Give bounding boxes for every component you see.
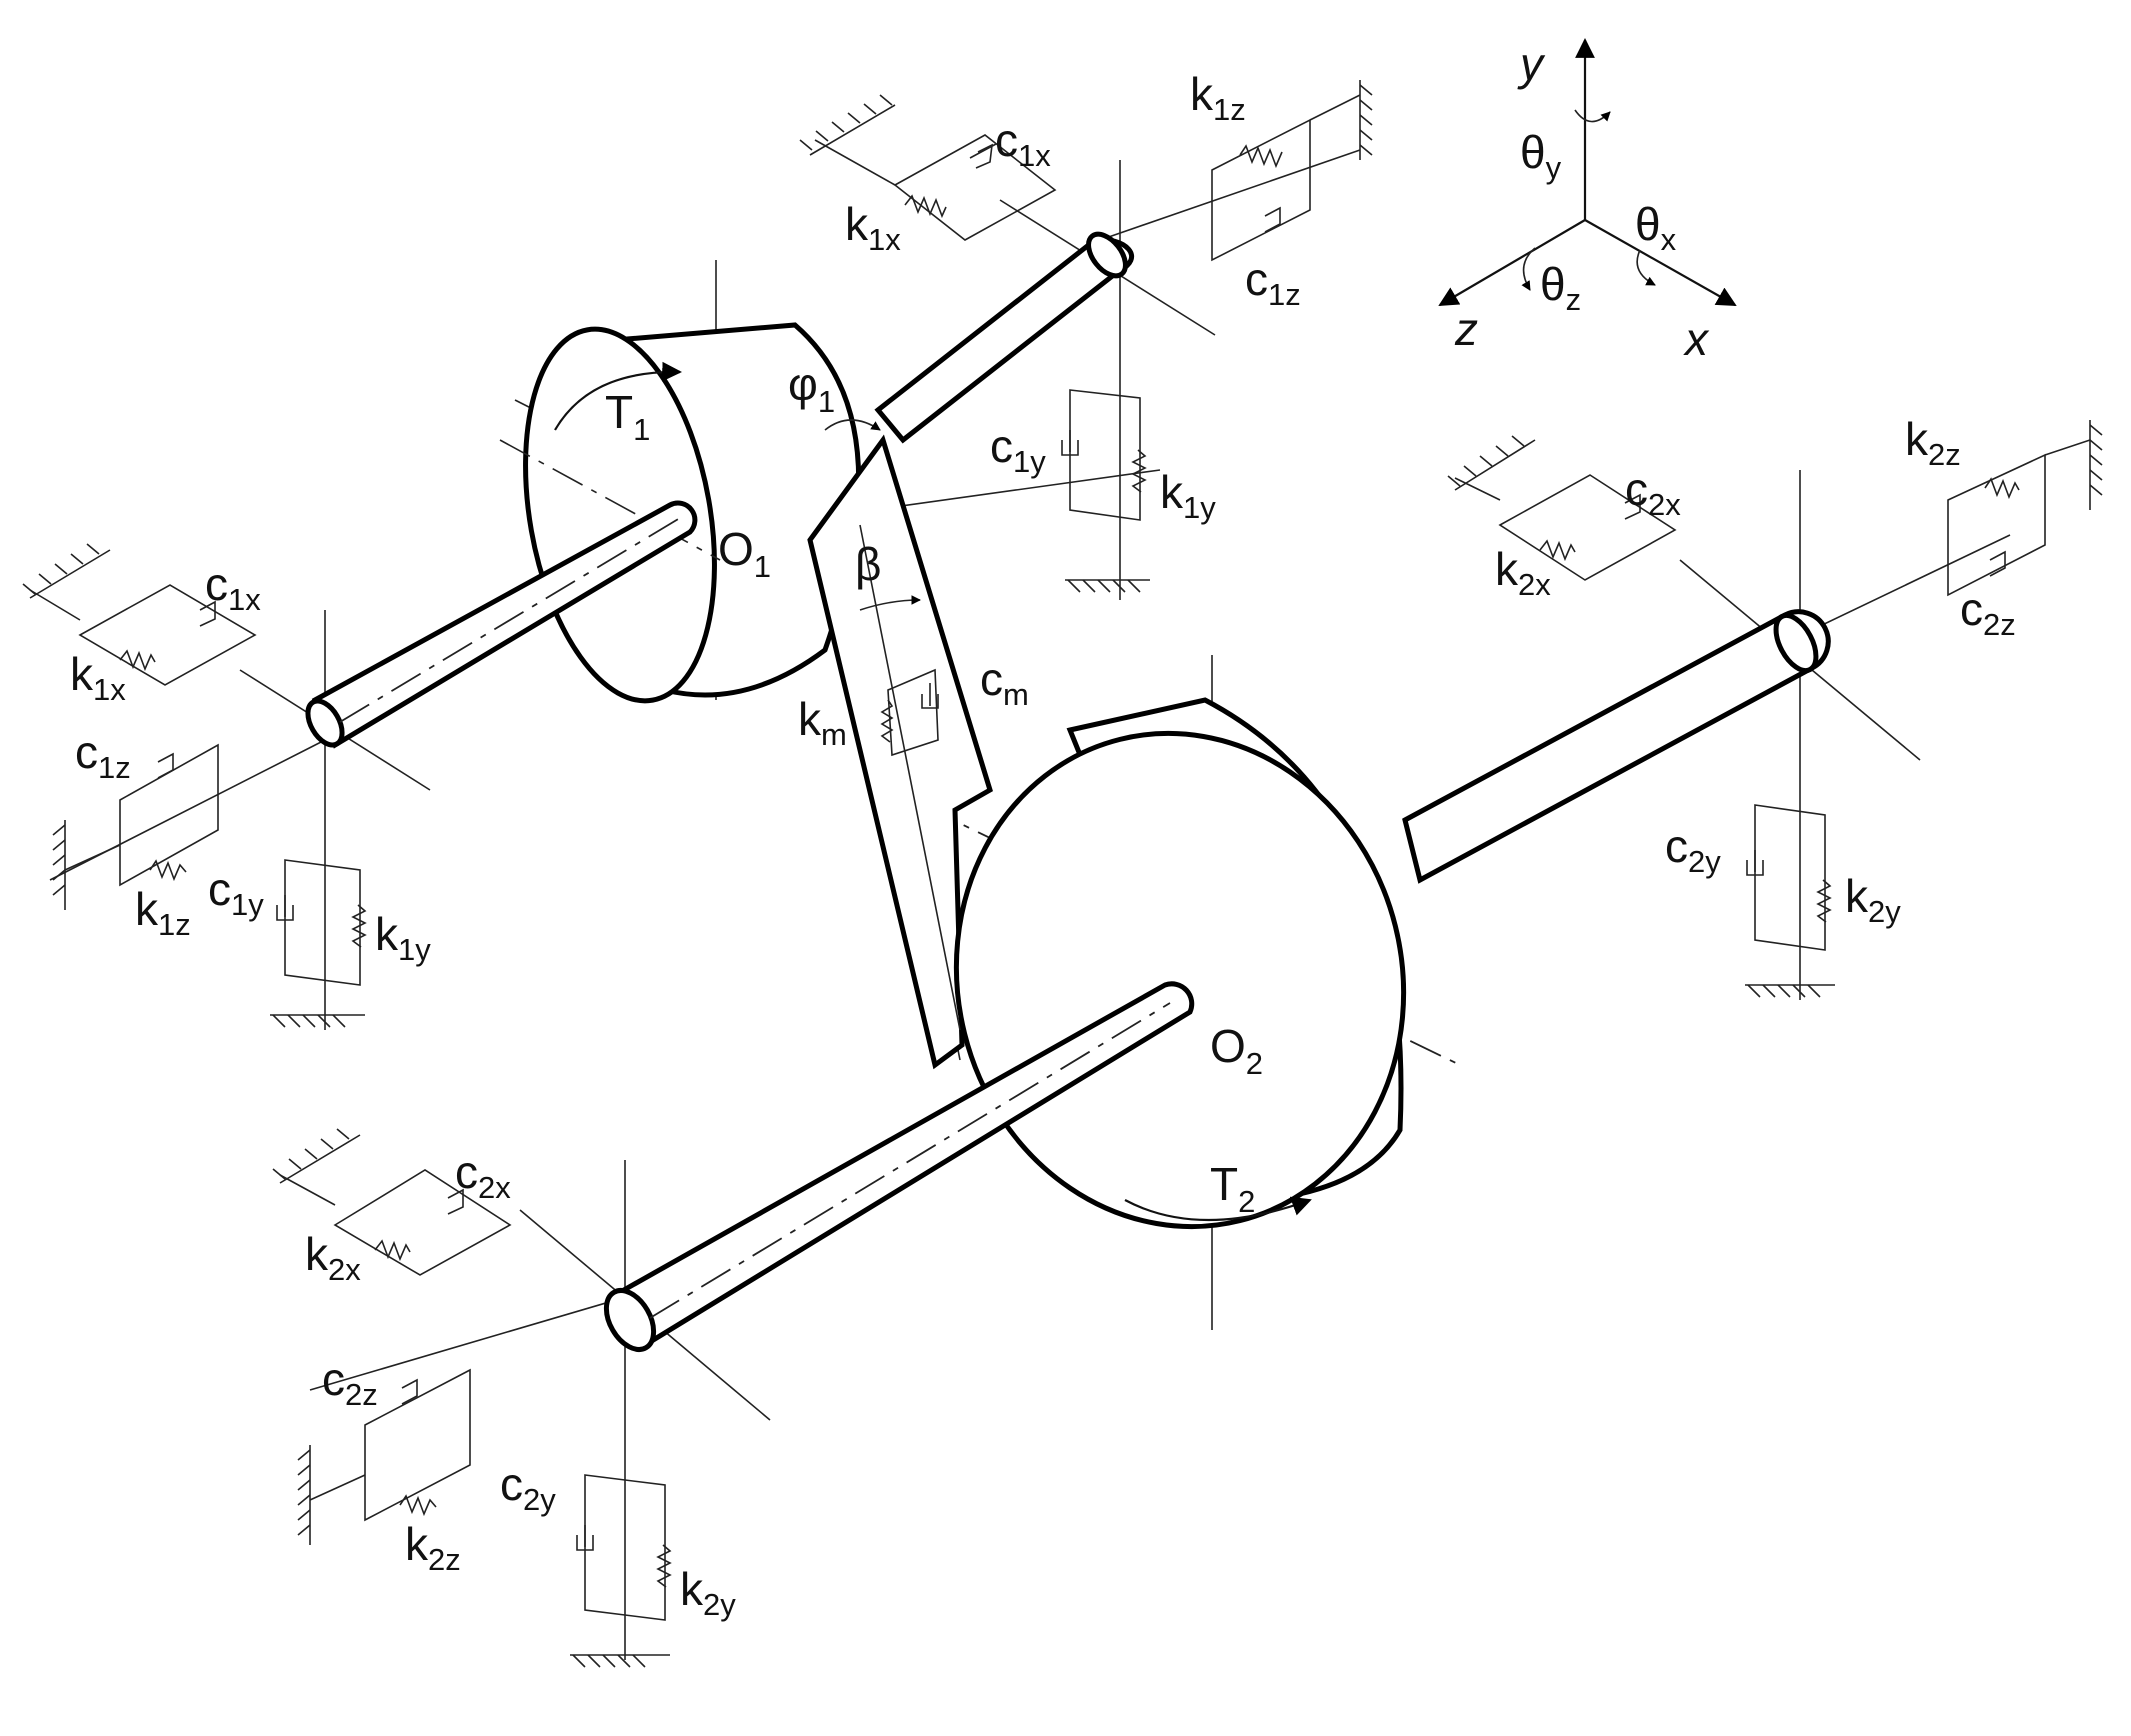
- axis-label-theta-x: θx: [1635, 198, 1677, 257]
- label-c1y-left: c1y: [208, 863, 264, 922]
- pulley-1-shaft: [305, 500, 698, 749]
- support-lower-left-x: [272, 1128, 512, 1276]
- support-lower-left-y: [570, 1474, 672, 1668]
- label-cm: cm: [980, 653, 1029, 712]
- label-km: km: [798, 693, 847, 752]
- support-left-y: [270, 859, 367, 1028]
- label-c1y-upper: c1y: [990, 420, 1046, 479]
- axis-label-theta-z: θz: [1540, 258, 1581, 317]
- coordinate-axes: [1438, 38, 1737, 307]
- pulley-1: [499, 322, 862, 704]
- label-c1z-left: c1z: [75, 726, 131, 785]
- pulley-2: [953, 697, 1407, 1230]
- label-beta: β: [855, 538, 881, 590]
- label-k2x-right: k2x: [1495, 543, 1551, 602]
- upper-right-shaft: [874, 231, 1135, 444]
- axis-label-y: y: [1517, 38, 1546, 90]
- support-lower-left-z: [297, 1368, 471, 1545]
- label-k1y-upper: k1y: [1160, 466, 1216, 525]
- label-c1x-left: c1x: [205, 558, 261, 617]
- T2-rotation-arrow: [1124, 1196, 1312, 1222]
- support-right-y: [1745, 804, 1835, 998]
- label-k2y-lower: k2y: [680, 1563, 736, 1622]
- label-c2y-lower: c2y: [500, 1458, 556, 1517]
- label-k1x-left: k1x: [70, 648, 126, 707]
- axis-label-z: z: [1454, 303, 1478, 355]
- pulley-2-left-shaft: [603, 981, 1195, 1352]
- pulley-2-right-shaft: [1402, 609, 1831, 884]
- label-c2x-lower: c2x: [455, 1146, 511, 1205]
- label-c2z-lower: c2z: [322, 1353, 378, 1412]
- label-k1z-left: k1z: [135, 883, 191, 942]
- label-c2y-right: c2y: [1665, 820, 1721, 879]
- label-c1z-upper: c1z: [1245, 253, 1301, 312]
- support-right-z: [1947, 420, 2103, 597]
- label-k2x-lower: k2x: [305, 1228, 361, 1287]
- label-phi1: φ1: [788, 358, 835, 419]
- support-upper-right-y: [1061, 389, 1150, 593]
- support-upper-right-x: [799, 94, 1057, 241]
- phi1-angle-arc: [824, 419, 881, 431]
- label-c1x-upper: c1x: [995, 114, 1051, 173]
- support-left-x: [22, 543, 257, 686]
- support-left-z: [52, 743, 219, 910]
- label-k2y-right: k2y: [1845, 870, 1901, 929]
- label-T2: T2: [1210, 1158, 1255, 1219]
- label-k1x-upper: k1x: [845, 198, 901, 257]
- T1-rotation-arrow: [554, 361, 682, 431]
- support-right-x: [1447, 435, 1677, 581]
- belt-spring-damper: [880, 668, 939, 757]
- label-k1z-upper: k1z: [1190, 68, 1246, 127]
- label-k2z-lower: k2z: [405, 1518, 461, 1577]
- beta-angle-arc: [859, 595, 921, 611]
- label-k1y-left: k1y: [375, 908, 431, 967]
- label-c2z-right: c2z: [1960, 583, 2016, 642]
- label-k2z-right: k2z: [1905, 413, 1961, 472]
- axis-label-x: x: [1683, 313, 1710, 365]
- label-O2: O2: [1210, 1020, 1263, 1081]
- label-O1: O1: [718, 523, 771, 584]
- support-upper-right-z: [1211, 80, 1373, 262]
- axis-label-theta-y: θy: [1520, 126, 1562, 185]
- label-c2x-right: c2x: [1625, 463, 1681, 522]
- label-T1: T1: [605, 386, 650, 447]
